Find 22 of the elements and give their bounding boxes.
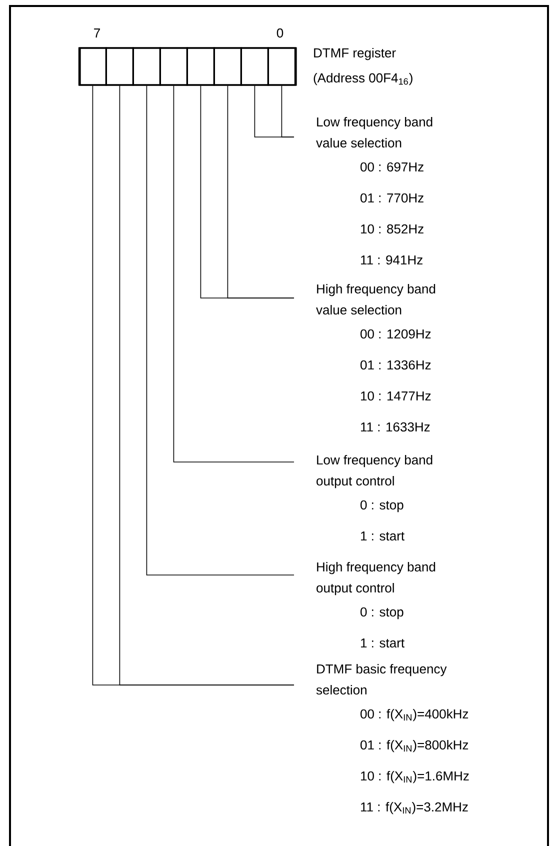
field-description: High frequency band value selection 00 : 1209Hz 01 : 1336Hz 10 : 1477Hz 11 : 1633Hz xyxy=(316,284,436,432)
field-description: High frequency band output control 0 : stop 1 : start xyxy=(316,562,436,648)
bit-cell xyxy=(186,47,215,86)
leader-line xyxy=(173,85,294,462)
bit-cell xyxy=(132,47,161,86)
leader-line xyxy=(254,85,294,138)
node-label: DTMF register xyxy=(314,48,396,60)
bit-cell xyxy=(159,47,188,86)
bit-cell xyxy=(267,47,296,86)
bit-number: 7 xyxy=(94,28,100,38)
field-description: DTMF basic frequency selection 00 : f(X$_{IN}$)=400kHz 01 : f(X$_{IN}$)=800kHz 10 : f(X$_{IN}$)=1.6MHz 11 : f(X$_{IN}$)=3.2MHz xyxy=(316,664,469,814)
leader-line xyxy=(146,85,294,576)
leader-line xyxy=(200,85,294,298)
field-description: Low frequency band value selection 00 : 697Hz 01 : 770Hz 10 : 852Hz 11 : 941Hz xyxy=(316,117,432,265)
bit-cell xyxy=(213,47,242,86)
bit-number: 0 xyxy=(276,28,284,38)
node-label: (Address 00F4$_{16}$) xyxy=(314,72,412,86)
field-description: Low frequency band output control 0 : stop 1 : start xyxy=(316,455,432,541)
bit-cell xyxy=(240,47,269,86)
bit-cell xyxy=(78,47,107,86)
bit-cell xyxy=(105,47,134,86)
register-box: DTMF register (Address 00F4$_{16}$) xyxy=(79,47,412,86)
